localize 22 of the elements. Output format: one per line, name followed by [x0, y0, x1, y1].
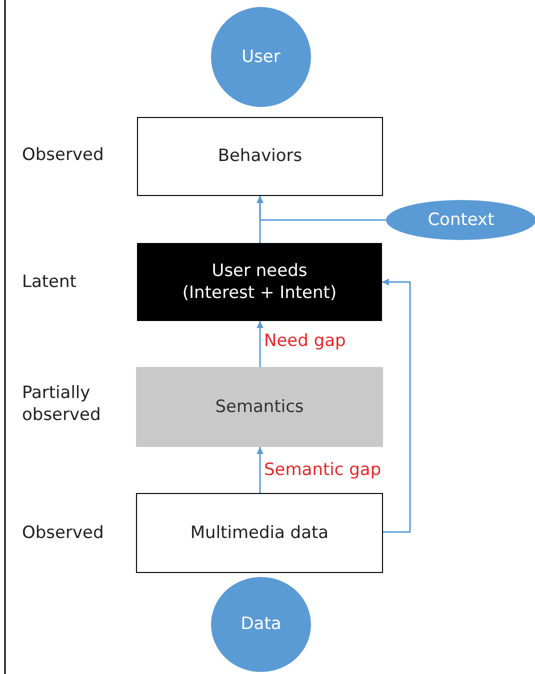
row-label: Observed [22, 144, 105, 166]
process-box [137, 117, 383, 196]
node-label: User needs (Interest + Intent) [181, 260, 338, 304]
arrow [256, 321, 264, 367]
arrow [256, 447, 264, 493]
node-label: Behaviors [218, 145, 302, 168]
edge-label: Semantic gap [264, 460, 382, 480]
process-box [137, 243, 382, 321]
arrow [382, 278, 411, 533]
process-box [136, 367, 383, 447]
node-label: Context [428, 208, 494, 232]
node-label: Data [240, 613, 282, 636]
ellipse-node [386, 200, 535, 240]
node-label: Semantics [215, 396, 304, 418]
edge-label: Need gap [264, 331, 346, 352]
row-label: Partially observed [22, 382, 102, 426]
arrow [256, 196, 386, 221]
process-box [136, 493, 383, 573]
node-label: User [242, 46, 280, 68]
node-label: Multimedia data [190, 522, 329, 544]
row-label: Latent [22, 271, 78, 294]
row-label: Observed [22, 522, 105, 544]
